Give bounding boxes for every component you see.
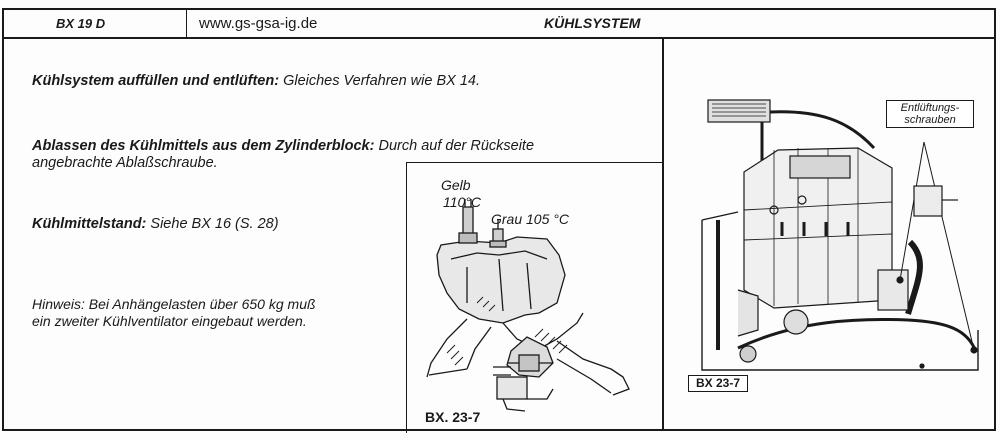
note-line-1: Hinweis: Bei Anhängelasten über 650 kg m…	[32, 296, 316, 312]
figure-caption-right: BX 23-7	[688, 375, 748, 392]
label-grey-sensor: Grau 105 °C	[491, 211, 569, 227]
section-title: KÜHLSYSTEM	[544, 15, 641, 31]
paragraph-text-line2: angebrachte Ablaßschraube.	[32, 155, 218, 171]
paragraph-heading: Kühlsystem auffüllen und entlüften:	[32, 73, 280, 89]
figure-caption-left: BX. 23-7	[425, 409, 481, 425]
thermostat-drawing	[426, 199, 630, 412]
document-frame: BX 19 D www.gs-gsa-ig.de KÜHLSYSTEM Kühl…	[2, 8, 996, 433]
paragraph-text: Durch auf der Rückseite	[374, 138, 535, 154]
paragraph-fill-bleed: Kühlsystem auffüllen und entlüften: Glei…	[32, 73, 480, 90]
note-line-2: ein zweiter Kühlventilator eingebaut wer…	[32, 313, 307, 329]
paragraph-coolant-level: Kühlmittelstand: Siehe BX 16 (S. 28)	[32, 216, 279, 233]
model-label: BX 19 D	[4, 10, 187, 37]
paragraph-text: Siehe BX 16 (S. 28)	[146, 216, 279, 232]
paragraph-text: Gleiches Verfahren wie BX 14.	[279, 73, 481, 89]
label-yellow-sensor-temp: 110°C	[443, 194, 482, 210]
paragraph-note: Hinweis: Bei Anhängelasten über 650 kg m…	[32, 296, 316, 330]
label-yellow-sensor: Gelb	[441, 177, 471, 193]
callout-line-1: Entlüftungs-	[900, 102, 960, 114]
engine-drawing	[701, 99, 979, 371]
paragraph-heading: Kühlmittelstand:	[32, 216, 147, 232]
column-divider	[662, 37, 664, 431]
engine-figure	[678, 90, 990, 394]
source-url: www.gs-gsa-ig.de	[199, 15, 318, 32]
callout-line-2: schrauben	[904, 114, 956, 126]
thermostat-figure: Gelb 110°C Grau 105 °C BX. 23-7	[406, 162, 662, 433]
header-row: BX 19 D www.gs-gsa-ig.de KÜHLSYSTEM	[4, 10, 994, 39]
paragraph-drain-block: Ablassen des Kühlmittels aus dem Zylinde…	[32, 138, 534, 172]
bleed-screws-callout: Entlüftungs- schrauben	[886, 100, 974, 128]
paragraph-heading: Ablassen des Kühlmittels aus dem Zylinde…	[32, 138, 375, 154]
